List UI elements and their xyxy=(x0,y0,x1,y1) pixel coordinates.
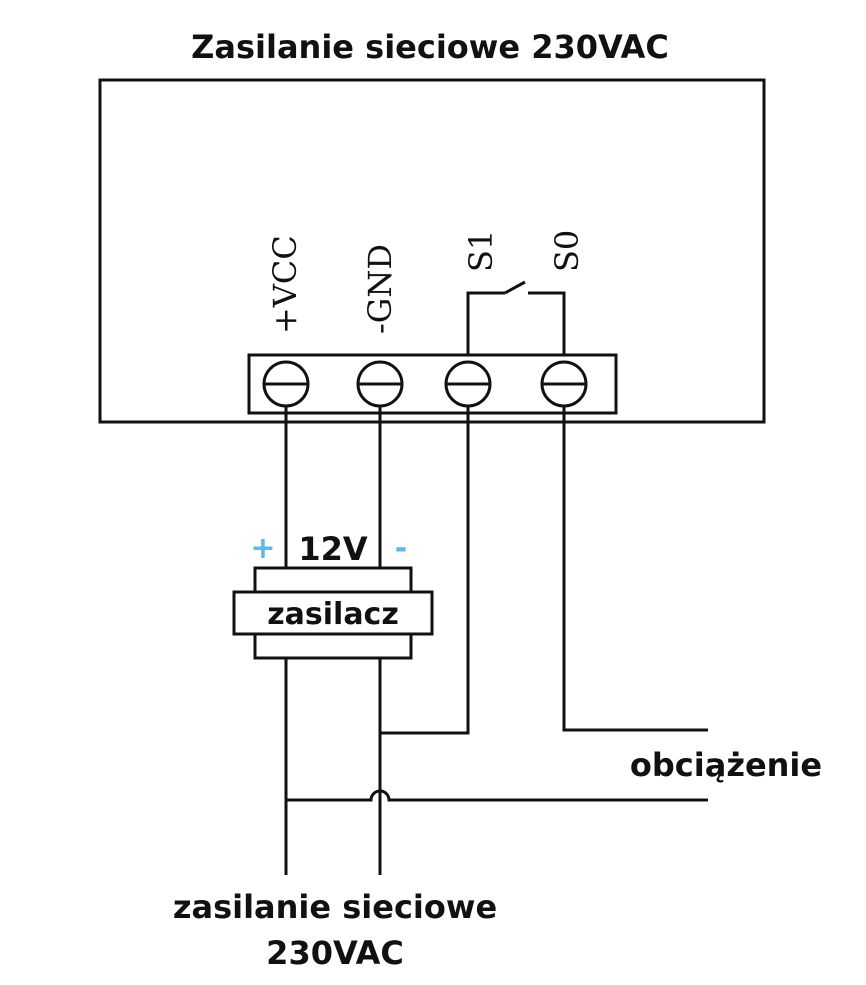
supply-voltage-label: 12V xyxy=(298,530,368,568)
supply-top-plate xyxy=(253,566,413,594)
diagram-title: Zasilanie sieciowe 230VAC xyxy=(191,28,669,66)
terminal-label-s1: S1 xyxy=(462,230,500,272)
wire-s0-to-load xyxy=(562,406,708,732)
terminal-label-s0: S0 xyxy=(548,230,586,272)
terminal-screw-s1 xyxy=(444,360,492,408)
wire-s1 xyxy=(380,406,470,735)
terminal-screw-s0 xyxy=(540,360,588,408)
load-label: obciążenie xyxy=(630,746,822,784)
relay-switch xyxy=(466,280,566,360)
supply-bottom-plate xyxy=(253,632,413,660)
mains-label-line2: 230VAC xyxy=(266,934,404,972)
supply-name: zasilacz xyxy=(267,597,399,632)
terminal-screw-gnd xyxy=(356,360,404,408)
wire-mains-to-load xyxy=(286,789,708,802)
terminal-label-gnd: -GND xyxy=(361,244,399,334)
mains-label-line1: zasilanie sieciowe xyxy=(173,888,497,926)
terminal-screw-vcc xyxy=(262,360,310,408)
supply-plus-sign: + xyxy=(250,531,275,566)
supply-minus-sign: - xyxy=(395,531,407,566)
terminal-label-vcc: +VCC xyxy=(266,235,304,334)
